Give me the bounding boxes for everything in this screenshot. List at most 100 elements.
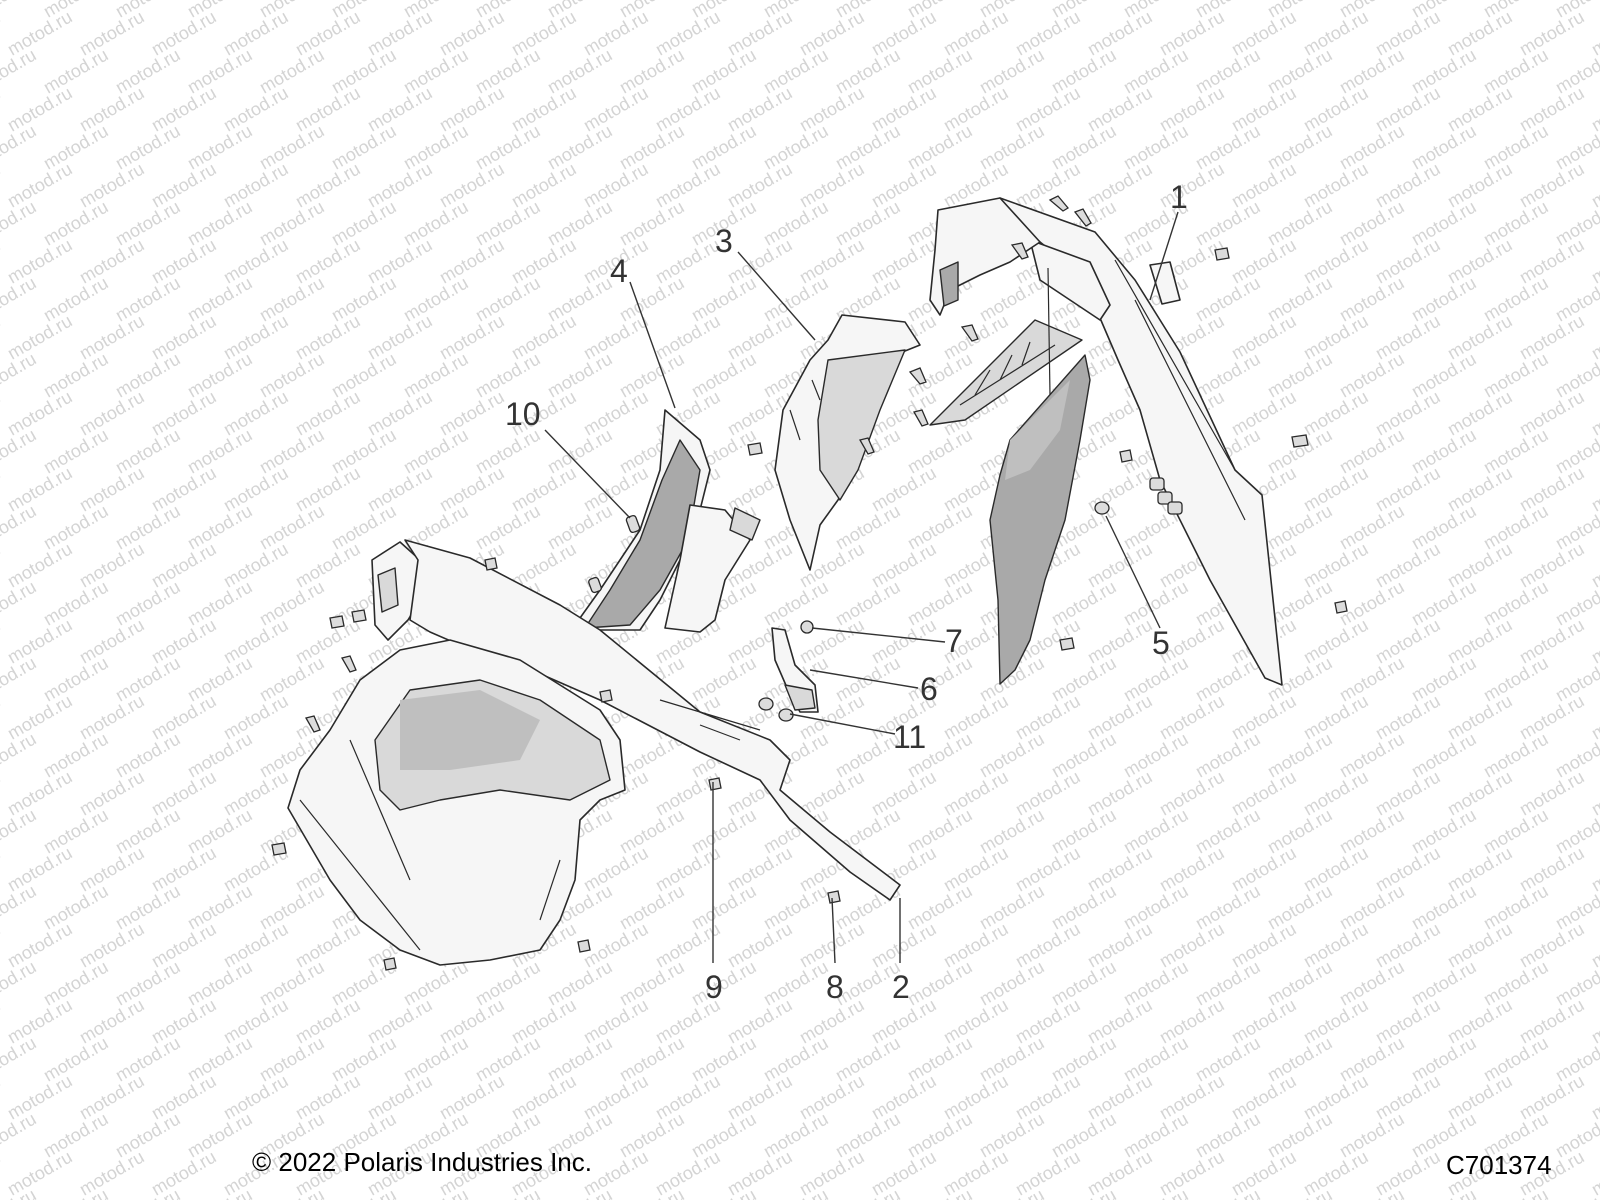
watermark-text: motod.ru <box>1516 691 1588 744</box>
watermark-text: motod.ru <box>112 121 184 174</box>
watermark-text: motod.ru <box>760 121 832 174</box>
watermark-text: motod.ru <box>436 995 508 1048</box>
watermark-text: motod.ru <box>1300 615 1372 668</box>
watermark-text: motod.ru <box>76 539 148 592</box>
watermark-text: motod.ru <box>1300 919 1372 972</box>
watermark-text: motod.ru <box>1264 273 1336 326</box>
watermark-text: motod.ru <box>868 615 940 668</box>
watermark-text: motod.ru <box>0 121 40 174</box>
watermark-text: motod.ru <box>1336 805 1408 858</box>
watermark-text: motod.ru <box>724 843 796 896</box>
watermark-text: motod.ru <box>976 729 1048 782</box>
watermark-text: motod.ru <box>796 1147 868 1200</box>
watermark-text: motod.ru <box>688 273 760 326</box>
watermark-text: motod.ru <box>1444 767 1516 820</box>
watermark-text: motod.ru <box>40 349 112 402</box>
watermark-text: motod.ru <box>760 957 832 1010</box>
watermark-text: motod.ru <box>1588 919 1600 972</box>
callout-5: 5 <box>1152 625 1170 661</box>
watermark-text: motod.ru <box>1084 1071 1156 1124</box>
watermark-text: motod.ru <box>688 1185 760 1200</box>
watermark-text: motod.ru <box>1228 1147 1300 1200</box>
watermark-text: motod.ru <box>0 1071 4 1124</box>
watermark-text: motod.ru <box>832 1033 904 1086</box>
watermark-text: motod.ru <box>1264 349 1336 402</box>
watermark-text: motod.ru <box>688 805 760 858</box>
watermark-text: motod.ru <box>256 1033 328 1086</box>
watermark-text: motod.ru <box>1048 1109 1120 1162</box>
watermark-text: motod.ru <box>1120 45 1192 98</box>
watermark-text: motod.ru <box>0 273 40 326</box>
watermark-text: motod.ru <box>436 83 508 136</box>
watermark-text: motod.ru <box>1300 7 1372 60</box>
watermark-text: motod.ru <box>832 1109 904 1162</box>
watermark-text: motod.ru <box>184 577 256 630</box>
watermark-text: motod.ru <box>1156 995 1228 1048</box>
watermark-text: motod.ru <box>1516 83 1588 136</box>
watermark-text: motod.ru <box>1408 349 1480 402</box>
watermark-text: motod.ru <box>580 311 652 364</box>
watermark-text: motod.ru <box>904 577 976 630</box>
watermark-text: motod.ru <box>184 197 256 250</box>
watermark-text: motod.ru <box>0 311 4 364</box>
watermark-text: motod.ru <box>184 1185 256 1200</box>
watermark-text: motod.ru <box>580 919 652 972</box>
part-2-left-fender <box>287 539 901 966</box>
watermark-text: motod.ru <box>184 1033 256 1086</box>
watermark-text: motod.ru <box>940 995 1012 1048</box>
watermark-text: motod.ru <box>220 387 292 440</box>
watermark-text: motod.ru <box>544 1033 616 1086</box>
watermark-text: motod.ru <box>1444 615 1516 668</box>
watermark-text: motod.ru <box>256 425 328 478</box>
watermark-text: motod.ru <box>1408 805 1480 858</box>
watermark-text: motod.ru <box>1012 1071 1084 1124</box>
watermark-text: motod.ru <box>652 1071 724 1124</box>
watermark-text: motod.ru <box>112 501 184 554</box>
watermark-text: motod.ru <box>112 1185 184 1200</box>
watermark-text: motod.ru <box>868 767 940 820</box>
watermark-text: motod.ru <box>112 957 184 1010</box>
watermark-text: motod.ru <box>1588 159 1600 212</box>
watermark-text: motod.ru <box>868 919 940 972</box>
watermark-text: motod.ru <box>1444 463 1516 516</box>
watermark-text: motod.ru <box>292 235 364 288</box>
watermark-text: motod.ru <box>0 957 40 1010</box>
watermark-text: motod.ru <box>760 577 832 630</box>
watermark-text: motod.ru <box>0 45 40 98</box>
watermark-text: motod.ru <box>832 501 904 554</box>
watermark-text: motod.ru <box>148 691 220 744</box>
watermark-text: motod.ru <box>0 349 40 402</box>
watermark-text: motod.ru <box>1156 83 1228 136</box>
watermark-text: motod.ru <box>148 159 220 212</box>
watermark-text: motod.ru <box>544 45 616 98</box>
watermark-text: motod.ru <box>1264 197 1336 250</box>
watermark-text: motod.ru <box>940 843 1012 896</box>
watermark-text: motod.ru <box>1480 1033 1552 1086</box>
watermark-text: motod.ru <box>616 197 688 250</box>
watermark-text: motod.ru <box>616 349 688 402</box>
watermark-text: motod.ru <box>1192 653 1264 706</box>
watermark-text: motod.ru <box>0 235 4 288</box>
watermark-text: motod.ru <box>328 501 400 554</box>
watermark-text: motod.ru <box>220 1071 292 1124</box>
watermark-text: motod.ru <box>1300 83 1372 136</box>
watermark-text: motod.ru <box>220 83 292 136</box>
watermark-text: motod.ru <box>1372 463 1444 516</box>
watermark-text: motod.ru <box>220 691 292 744</box>
watermark-text: motod.ru <box>796 159 868 212</box>
watermark-text: motod.ru <box>256 957 328 1010</box>
watermark-text: motod.ru <box>184 805 256 858</box>
watermark-text: motod.ru <box>1516 1071 1588 1124</box>
watermark-text: motod.ru <box>1192 1033 1264 1086</box>
watermark-text: motod.ru <box>1156 1071 1228 1124</box>
watermark-text: motod.ru <box>904 957 976 1010</box>
watermark-text: motod.ru <box>328 1033 400 1086</box>
watermark-text: motod.ru <box>256 197 328 250</box>
watermark-text: motod.ru <box>652 159 724 212</box>
watermark-text: motod.ru <box>76 463 148 516</box>
watermark-text: motod.ru <box>832 1185 904 1200</box>
watermark-text: motod.ru <box>1048 1185 1120 1200</box>
watermark-text: motod.ru <box>1012 7 1084 60</box>
watermark-text: motod.ru <box>1408 273 1480 326</box>
watermark-text: motod.ru <box>1336 957 1408 1010</box>
